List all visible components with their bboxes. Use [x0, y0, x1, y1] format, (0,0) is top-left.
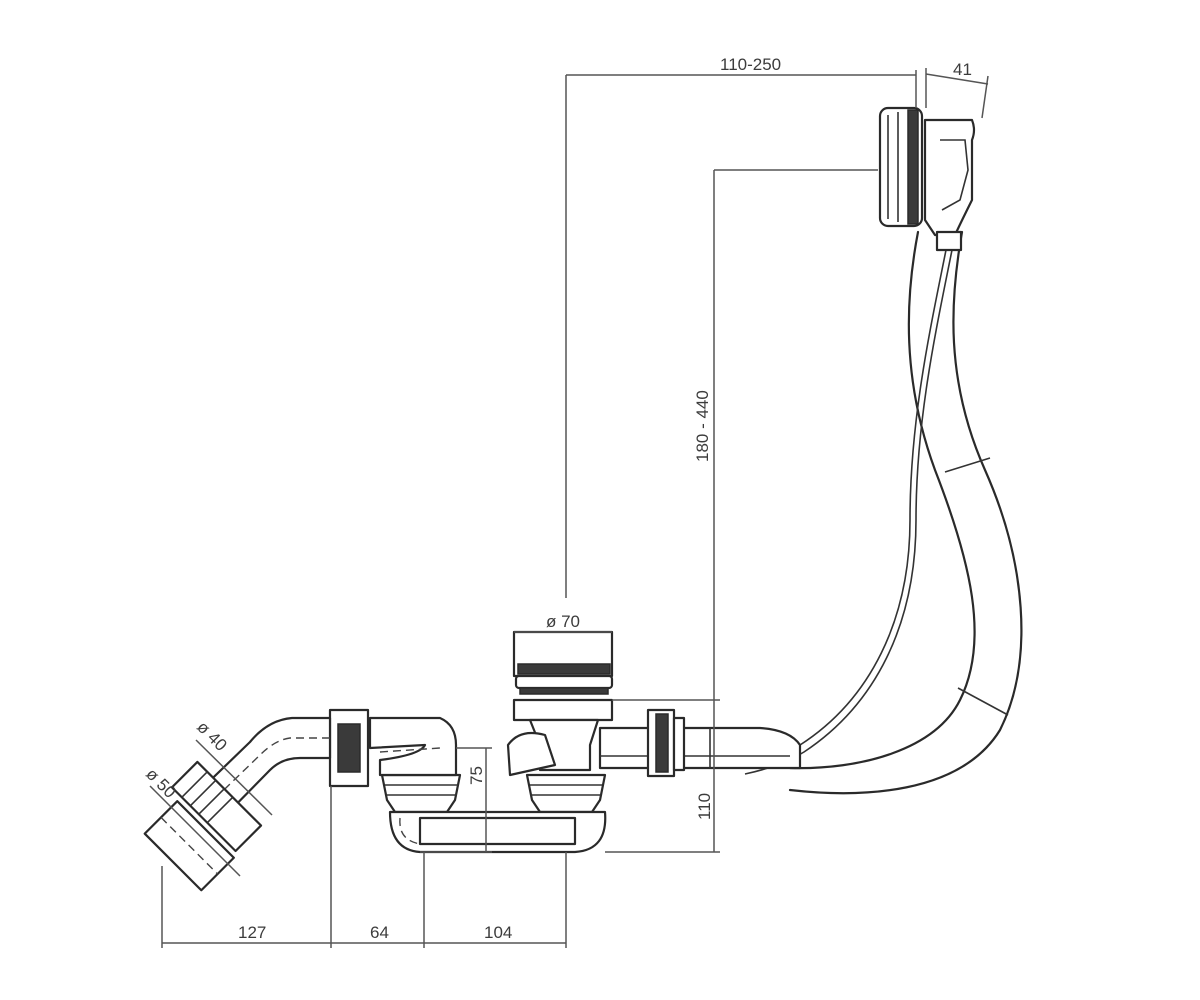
- waste-plug: [506, 630, 614, 777]
- label-offset-64: 64: [370, 923, 389, 942]
- overflow-hose: [788, 230, 1023, 795]
- trap-bottles: [380, 773, 607, 854]
- dimension-labels: 110-250 41 180 - 440 ø 70 75 110 ø 40 ø …: [142, 55, 972, 942]
- label-overflow-height: 180 - 440: [693, 390, 712, 462]
- drain-pipe: [598, 726, 802, 770]
- label-waste-diameter: ø 70: [546, 612, 580, 631]
- compression-nut-left: [328, 708, 370, 788]
- trap-elbow: [368, 716, 458, 777]
- label-pipe-40: ø 40: [193, 717, 230, 754]
- overflow-head: [878, 106, 976, 252]
- label-trap-depth: 75: [467, 766, 486, 785]
- label-offset-127: 127: [238, 923, 266, 942]
- label-pipe-50: ø 50: [142, 764, 179, 801]
- angled-outlet: [143, 716, 332, 892]
- label-overflow-reach: 110-250: [720, 55, 781, 74]
- compression-nut-right: [646, 708, 686, 778]
- bowden-cable: [744, 249, 953, 775]
- dimension-lines: [149, 68, 989, 948]
- label-overflow-depth: 41: [953, 60, 972, 79]
- label-offset-104: 104: [484, 923, 512, 942]
- label-drain-height: 110: [695, 793, 714, 820]
